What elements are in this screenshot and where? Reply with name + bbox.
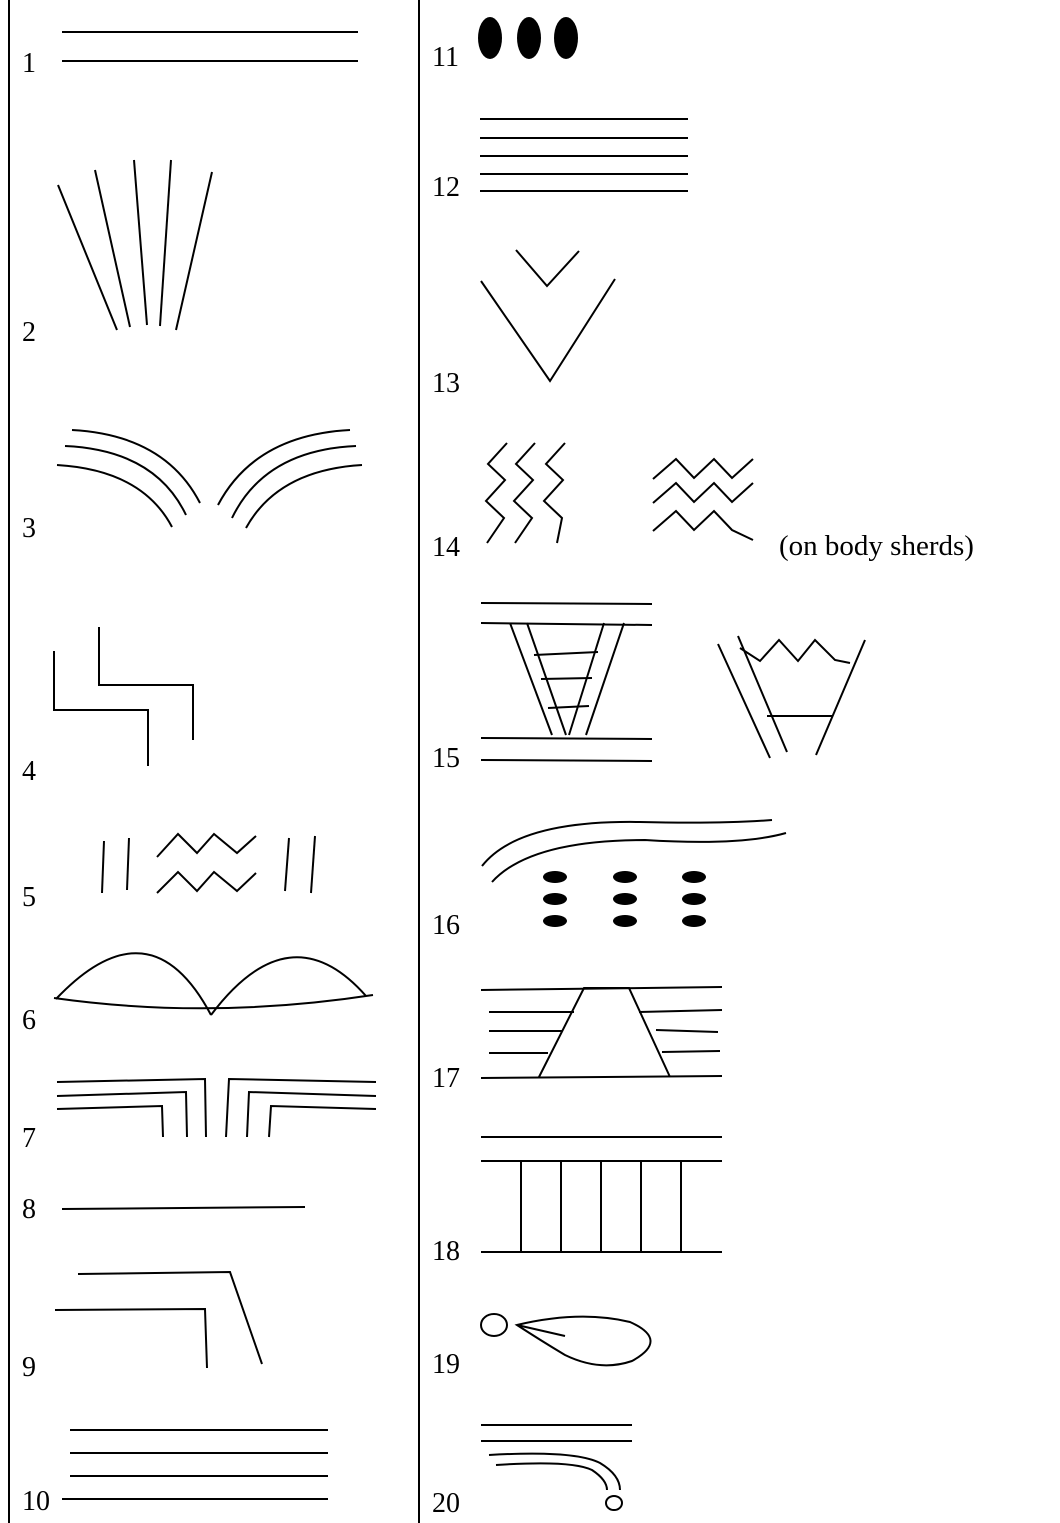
motif-13-number: 13	[432, 368, 460, 399]
motif-19-number: 19	[432, 1349, 460, 1380]
motif-8: 8	[22, 1194, 305, 1225]
motif-3: 3	[22, 430, 362, 544]
motif-1: 1	[22, 32, 358, 79]
motif-20: 20	[432, 1425, 632, 1519]
motif-14-number: 14	[432, 532, 460, 563]
motif-10: 10	[22, 1430, 328, 1517]
motif-20-number: 20	[432, 1488, 460, 1519]
motif-5: 5	[22, 834, 315, 913]
motif-9-number: 9	[22, 1352, 36, 1383]
motif-15: 15	[432, 603, 865, 774]
motif-6: 6	[22, 953, 373, 1036]
motif-11: 11	[432, 17, 578, 73]
motif-16-number: 16	[432, 910, 460, 941]
motif-18: 18	[432, 1137, 722, 1267]
motif-14-note: (on body sherds)	[779, 530, 974, 562]
motif-12: 12	[432, 119, 688, 203]
motif-17: 17	[432, 987, 722, 1094]
motif-18-number: 18	[432, 1236, 460, 1267]
motif-19: 19	[432, 1314, 651, 1380]
table-frame	[9, 0, 419, 1523]
motif-7: 7	[22, 1079, 376, 1154]
motif-11-number: 11	[432, 42, 459, 73]
motif-6-number: 6	[22, 1005, 36, 1036]
motif-4-number: 4	[22, 756, 36, 787]
motif-7-number: 7	[22, 1123, 36, 1154]
motif-2-number: 2	[22, 317, 36, 348]
motif-12-number: 12	[432, 172, 460, 203]
motif-3-number: 3	[22, 513, 36, 544]
motif-13: 13	[432, 250, 615, 399]
motif-8-number: 8	[22, 1194, 36, 1225]
motif-9: 9	[22, 1272, 262, 1383]
motif-16: 16	[432, 820, 786, 941]
motif-10-number: 10	[22, 1486, 50, 1517]
motif-4: 4	[22, 627, 193, 787]
motif-15-number: 15	[432, 743, 460, 774]
motif-5-number: 5	[22, 882, 36, 913]
motif-17-number: 17	[432, 1063, 460, 1094]
motif-2: 2	[22, 160, 212, 348]
motif-14: 14 (on body sherds)	[432, 443, 974, 563]
motif-1-number: 1	[22, 48, 36, 79]
